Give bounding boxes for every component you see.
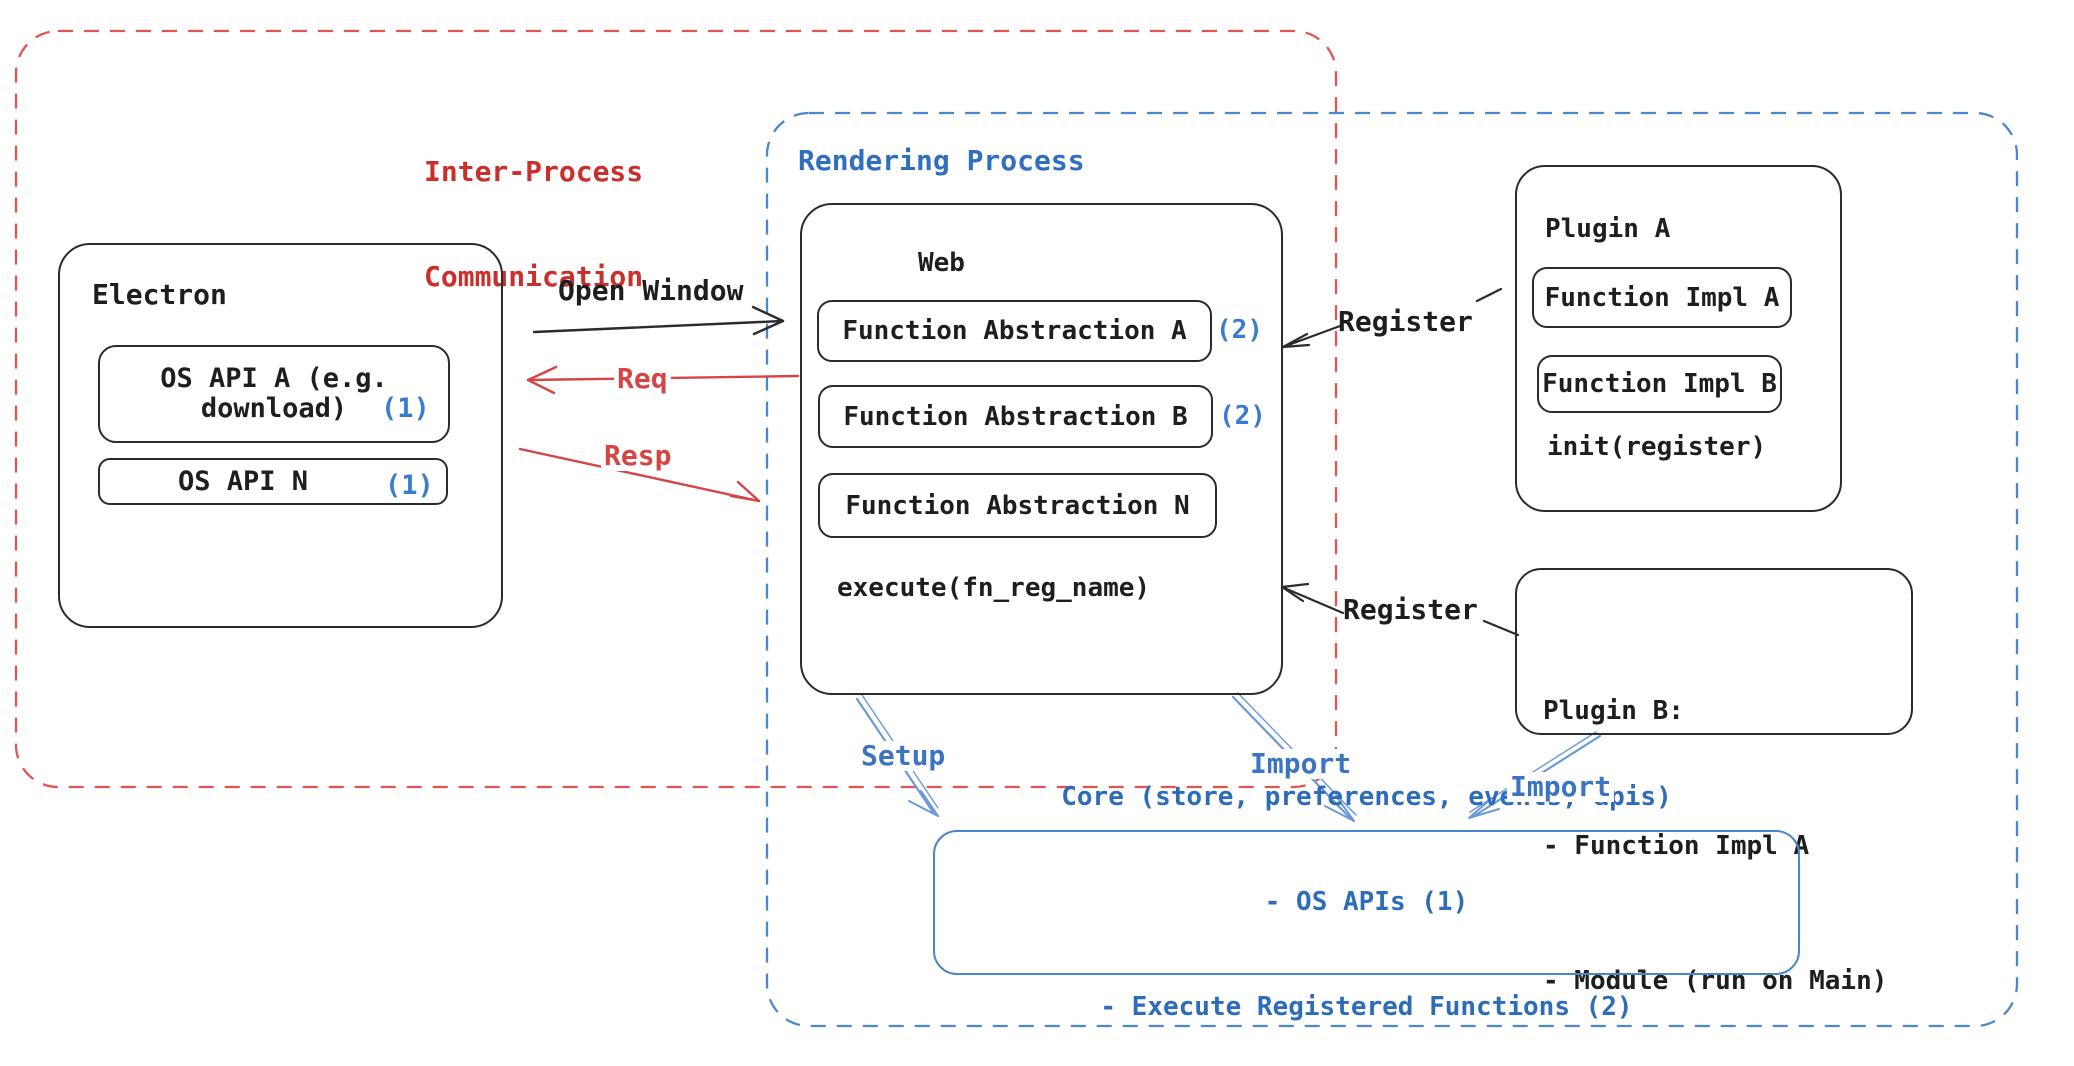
resp-arrow bbox=[518, 447, 761, 503]
import-plugin-label: Import bbox=[1507, 771, 1615, 803]
function-abstraction-b-badge: (2) bbox=[1219, 401, 1266, 431]
os-api-n-label: OS API N bbox=[177, 466, 309, 497]
ipc-region-border bbox=[14, 29, 1338, 789]
function-impl-a-box: Function Impl A bbox=[1532, 267, 1792, 328]
rendering-region-border bbox=[765, 111, 2019, 1028]
plugin-b-box bbox=[1515, 568, 1913, 735]
import-web-label: Import bbox=[1247, 748, 1355, 780]
function-impl-b-label: Function Impl B bbox=[1542, 369, 1777, 399]
function-abstraction-a-box: Function Abstraction A bbox=[817, 300, 1212, 362]
core-text: Core (store, preferences, events, apis) … bbox=[1061, 710, 1671, 1066]
plugin-b-line1: Plugin B: bbox=[1543, 696, 1684, 726]
electron-box bbox=[58, 243, 503, 628]
rendering-region-label: Rendering Process bbox=[798, 144, 1085, 177]
web-box bbox=[800, 203, 1283, 695]
register-a-arrow bbox=[1281, 287, 1503, 349]
web-footer: execute(fn_reg_name) bbox=[837, 573, 1151, 603]
setup-label: Setup bbox=[858, 740, 949, 772]
core-box: Core (store, preferences, events, apis) … bbox=[933, 782, 1800, 1022]
function-impl-b-box: Function Impl B bbox=[1537, 355, 1782, 413]
plugin-a-box bbox=[1515, 165, 1842, 512]
function-abstraction-a-label: Function Abstraction A bbox=[842, 316, 1187, 346]
os-api-a-label: OS API A (e.g. download) bbox=[160, 363, 388, 424]
os-api-a-badge: (1) bbox=[381, 393, 430, 424]
function-impl-a-label: Function Impl A bbox=[1544, 282, 1780, 313]
open-window-arrow bbox=[532, 305, 785, 336]
function-abstraction-n-label: Function Abstraction N bbox=[845, 490, 1190, 521]
web-title: Web bbox=[918, 248, 965, 278]
ipc-region-label: Inter-Process Communication bbox=[424, 84, 643, 364]
ipc-region-label-line1: Inter-Process bbox=[424, 155, 644, 188]
core-line2: - OS APIs (1) bbox=[1264, 887, 1469, 917]
os-api-n-box: OS API N bbox=[98, 458, 448, 505]
open-window-label: Open Window bbox=[558, 274, 744, 307]
ipc-region-label-line2: Communication bbox=[424, 260, 644, 293]
plugin-b-line2: - Function Impl A bbox=[1543, 831, 1810, 861]
os-api-a-box: OS API A (e.g. download) bbox=[98, 345, 450, 443]
function-abstraction-b-box: Function Abstraction B bbox=[818, 385, 1213, 448]
os-api-n-badge: (1) bbox=[385, 470, 434, 501]
plugin-a-title: Plugin A bbox=[1545, 214, 1671, 244]
register-a-label: Register bbox=[1338, 305, 1473, 338]
plugin-a-footer: init(register) bbox=[1547, 432, 1767, 462]
function-abstraction-b-label: Function Abstraction B bbox=[843, 401, 1188, 432]
function-abstraction-n-box: Function Abstraction N bbox=[818, 473, 1217, 538]
resp-label: Resp bbox=[601, 440, 675, 472]
core-line3: - Execute Registered Functions (2) bbox=[1100, 992, 1633, 1022]
register-b-arrow bbox=[1280, 582, 1520, 637]
electron-title: Electron bbox=[92, 278, 227, 311]
function-abstraction-a-badge: (2) bbox=[1216, 315, 1263, 345]
req-label: Req bbox=[614, 363, 671, 395]
register-b-label: Register bbox=[1343, 593, 1478, 626]
